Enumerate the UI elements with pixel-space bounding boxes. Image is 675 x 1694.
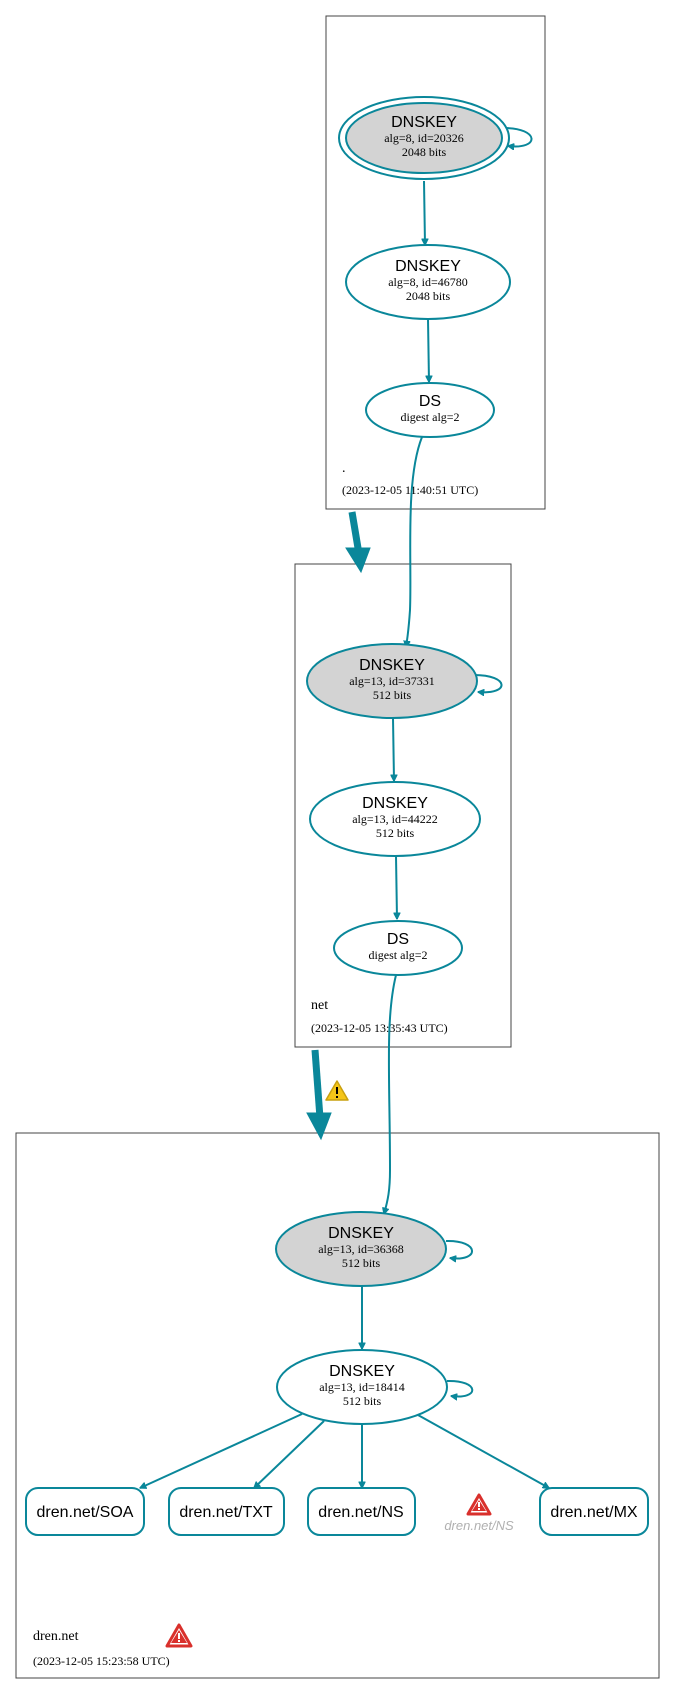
record-label: dren.net/TXT — [179, 1504, 273, 1521]
node-root-ksk[interactable]: DNSKEY alg=8, id=20326 2048 bits — [338, 96, 510, 180]
record-mx[interactable]: dren.net/MX — [539, 1487, 649, 1536]
node-detail: digest alg=2 — [400, 410, 459, 424]
delegation-arrowhead — [345, 547, 371, 574]
record-soa[interactable]: dren.net/SOA — [25, 1487, 145, 1536]
node-root-ds[interactable]: DS digest alg=2 — [365, 382, 495, 438]
node-title: DS — [419, 393, 441, 410]
node-title: DNSKEY — [328, 1225, 394, 1242]
node-net-ksk[interactable]: DNSKEY alg=13, id=37331 512 bits — [306, 643, 478, 719]
node-title: DNSKEY — [329, 1363, 395, 1380]
node-dren-ksk[interactable]: DNSKEY alg=13, id=36368 512 bits — [275, 1211, 447, 1287]
node-detail: 512 bits — [343, 1394, 382, 1408]
zone-timestamp-dren: (2023-12-05 15:23:58 UTC) — [33, 1654, 170, 1668]
edge-root-ds-to-net-ksk — [406, 436, 423, 647]
node-net-ds[interactable]: DS digest alg=2 — [333, 920, 463, 976]
node-detail: alg=13, id=36368 — [318, 1242, 404, 1256]
edge-net-zsk-to-ds — [396, 855, 397, 919]
node-detail: 512 bits — [342, 1256, 381, 1270]
delegation-root-to-net — [345, 511, 371, 574]
node-detail: alg=13, id=44222 — [352, 812, 438, 826]
edge-net-ksk-self — [473, 674, 503, 692]
zone-label-root: . — [342, 461, 346, 476]
edge-net-ksk-to-zsk — [393, 717, 394, 781]
node-title: DNSKEY — [359, 657, 425, 674]
edge-dren-zsk-self — [446, 1379, 474, 1397]
error-icon — [466, 1493, 492, 1516]
edge-dren-ksk-self — [445, 1239, 473, 1259]
node-root-zsk[interactable]: DNSKEY alg=8, id=46780 2048 bits — [345, 244, 511, 320]
node-detail: alg=8, id=20326 — [384, 131, 464, 145]
record-ns-ghost[interactable]: dren.net/NS — [444, 1493, 514, 1533]
node-dren-zsk[interactable]: DNSKEY alg=13, id=18414 512 bits — [276, 1349, 448, 1425]
delegation-arrowhead — [306, 1112, 332, 1141]
edge-root-ksk-self — [503, 127, 533, 146]
record-label: dren.net/MX — [550, 1504, 637, 1521]
node-title: DNSKEY — [395, 258, 461, 275]
zone-timestamp-root: (2023-12-05 11:40:51 UTC) — [342, 483, 478, 497]
edge-root-ksk-to-zsk — [424, 180, 425, 245]
edge-net-ds-to-dren-ksk — [384, 974, 397, 1214]
node-title: DS — [387, 931, 409, 948]
edge-dren-zsk-to-soa — [140, 1413, 303, 1488]
record-txt[interactable]: dren.net/TXT — [168, 1487, 285, 1536]
edge-dren-zsk-to-mx — [417, 1414, 549, 1489]
record-label: dren.net/SOA — [37, 1504, 134, 1521]
node-title: DNSKEY — [391, 114, 457, 131]
node-detail: 512 bits — [376, 826, 415, 840]
zone-timestamp-net: (2023-12-05 13:35:43 UTC) — [311, 1021, 448, 1035]
edge-dren-zsk-to-txt — [254, 1420, 325, 1488]
node-detail: alg=13, id=37331 — [349, 674, 435, 688]
node-detail: digest alg=2 — [368, 948, 427, 962]
warning-icon — [325, 1080, 349, 1101]
node-detail: alg=8, id=46780 — [388, 275, 468, 289]
node-net-zsk[interactable]: DNSKEY alg=13, id=44222 512 bits — [309, 781, 481, 857]
zone-dren-error-icon — [165, 1623, 193, 1648]
node-title: DNSKEY — [362, 795, 428, 812]
node-detail: 2048 bits — [406, 289, 451, 303]
node-detail: alg=13, id=18414 — [319, 1380, 405, 1394]
record-label: dren.net/NS — [444, 1518, 514, 1533]
edge-root-zsk-to-ds — [428, 318, 429, 382]
record-label: dren.net/NS — [318, 1504, 403, 1521]
edges — [140, 127, 549, 1489]
node-detail: 512 bits — [373, 688, 412, 702]
node-detail: 2048 bits — [402, 145, 447, 159]
zone-label-dren: dren.net — [33, 1629, 79, 1644]
zone-label-net: net — [311, 998, 328, 1013]
record-ns[interactable]: dren.net/NS — [307, 1487, 416, 1536]
delegation-net-to-dren — [306, 1049, 349, 1141]
